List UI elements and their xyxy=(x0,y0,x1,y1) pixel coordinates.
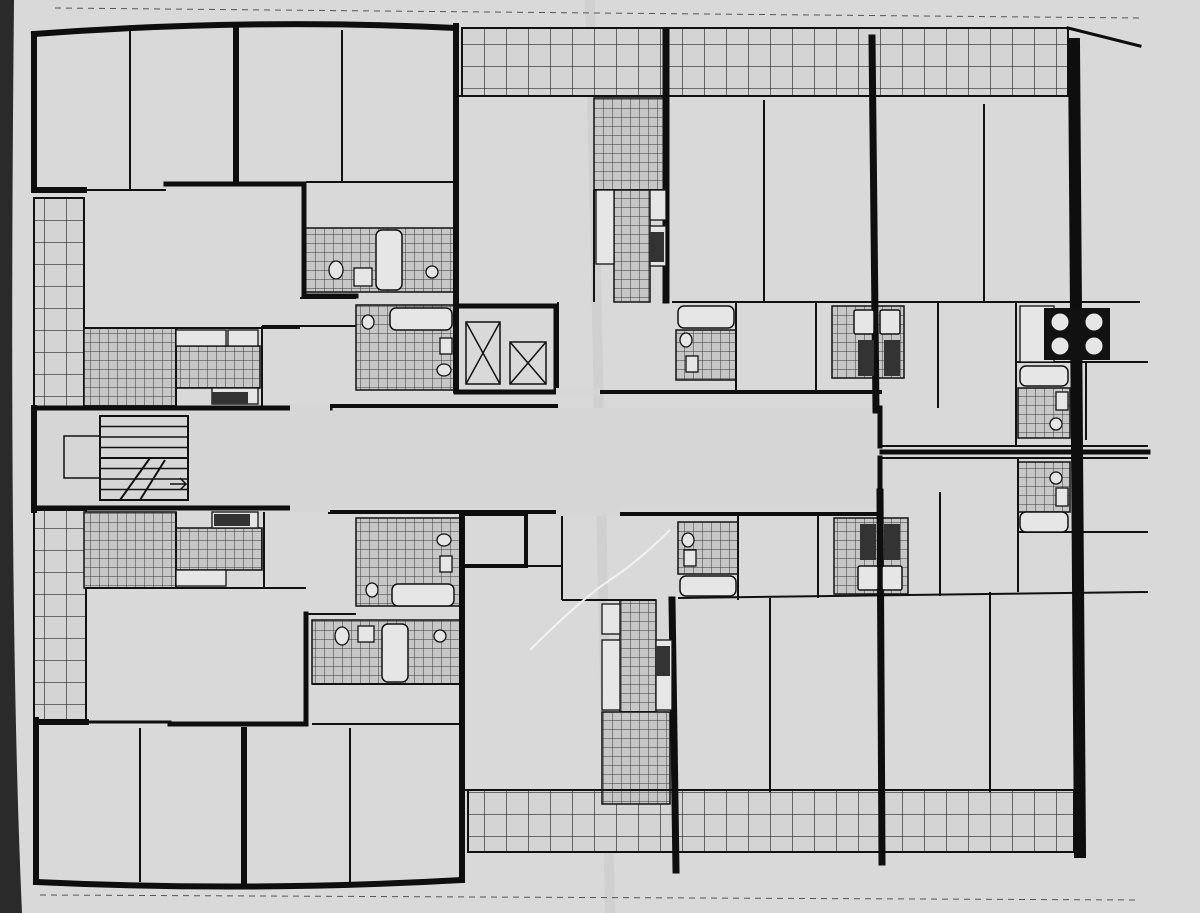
elevator-icon xyxy=(465,321,547,385)
loggia-left-upper xyxy=(33,197,85,409)
sink-icon xyxy=(353,265,1069,643)
bathtub-icon xyxy=(375,229,1069,683)
balcony-top xyxy=(461,27,1069,97)
stair-icon xyxy=(99,415,189,501)
stove-icon xyxy=(212,232,1110,676)
door-openings xyxy=(290,388,620,516)
balcony-bottom xyxy=(467,789,1075,853)
toilet-icon xyxy=(328,260,1063,646)
paper-crease xyxy=(529,529,671,651)
balconies xyxy=(33,27,1075,853)
loggia-left-lower xyxy=(33,509,87,721)
